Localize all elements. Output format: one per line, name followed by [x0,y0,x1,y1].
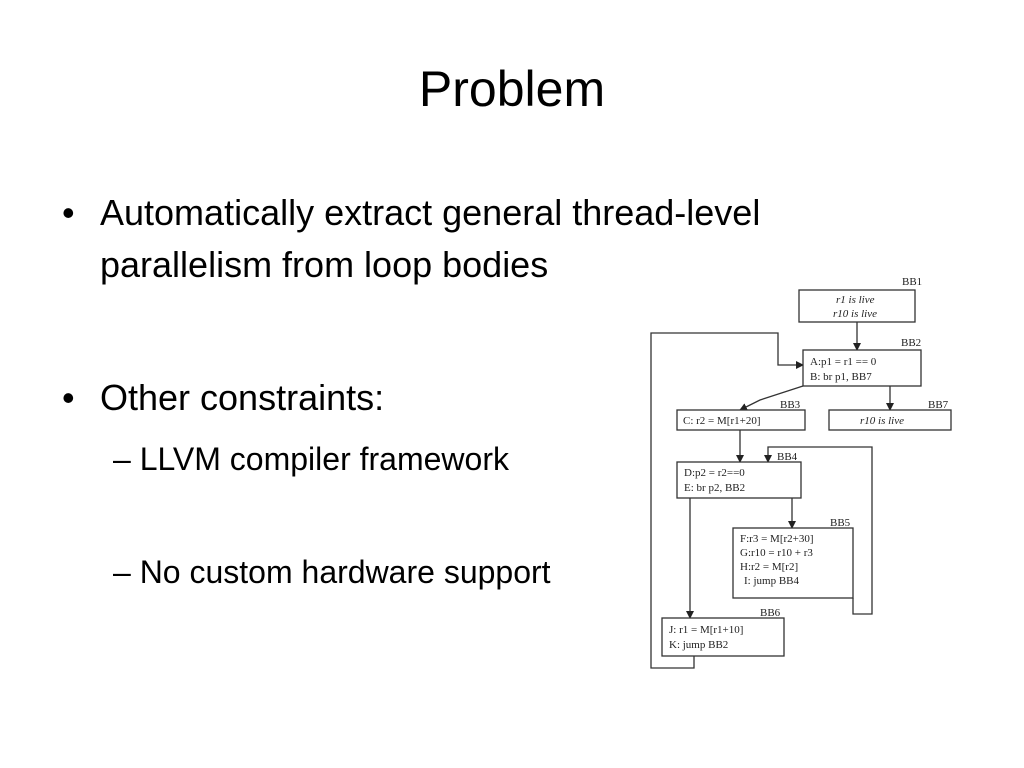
bullet-dot-icon: • [62,377,75,418]
bb2-line: A:p1 = r1 == 0 [810,356,877,368]
bb2-label: BB2 [901,337,921,349]
bb5-label: BB5 [830,517,851,529]
bb7-label: BB7 [928,399,949,411]
bb4-line: E: br p2, BB2 [684,482,745,494]
bb5-line: F:r3 = M[r2+30] [740,533,814,545]
bb5-line: H:r2 = M[r2] [740,561,798,573]
bb2-line: B: br p1, BB7 [810,371,872,383]
control-flow-graph: BB1 r1 is live r10 is live BB2 A:p1 = r1… [640,268,958,678]
sub-bullet-item: – LLVM compiler framework [113,441,509,477]
bb4-line: D:p2 = r2==0 [684,467,745,479]
bb5-line: G:r10 = r10 + r3 [740,547,813,559]
bb5-line: I: jump BB4 [744,575,800,587]
bb6-line: K: jump BB2 [669,639,728,651]
bb1-line: r1 is live [836,294,875,306]
bb1-line: r10 is live [833,308,877,320]
slide-title: Problem [418,61,606,117]
bullet-text: Automatically extract general thread-lev… [100,192,761,285]
bb6-line: J: r1 = M[r1+10] [669,624,743,636]
bullet-dot-icon: • [62,192,75,233]
bb4-label: BB4 [777,451,798,463]
bb3-label: BB3 [780,399,801,411]
bb7-line: r10 is live [860,415,904,427]
bullet-text: Other constraints: [100,377,385,418]
bb1-label: BB1 [902,276,922,288]
sub-bullet-item: – No custom hardware support [113,554,551,590]
bb6-label: BB6 [760,607,781,619]
bb3-line: C: r2 = M[r1+20] [683,415,760,427]
